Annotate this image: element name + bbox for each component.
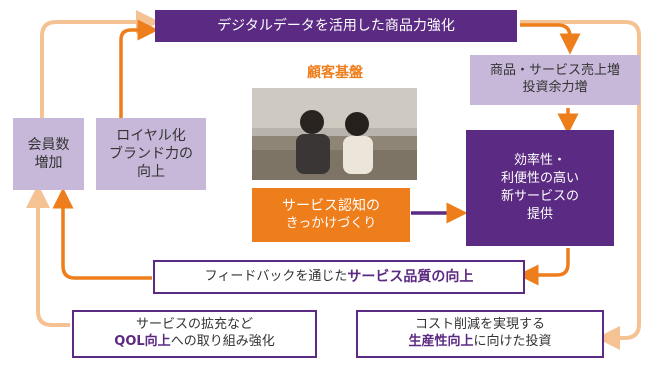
top-banner: デジタルデータを活用した商品力強化 xyxy=(155,10,517,42)
outer-loop-top-arrow xyxy=(40,10,160,118)
qol-box: サービスの拡充など QOL向上への取り組み強化 xyxy=(72,310,317,358)
qol-suffix: への取り組み強化 xyxy=(170,334,275,349)
feedback-to-loyalty-arrow xyxy=(52,187,152,280)
new-service-line3: 新サービスの xyxy=(500,189,579,204)
banner-to-sales-arrow xyxy=(520,23,581,55)
sales-increase-line2: 投資余力増 xyxy=(522,80,588,95)
sales-increase-box: 商品・サービス売上増 投資余力増 xyxy=(470,55,640,105)
service-awareness-line2: きっかけづくり xyxy=(285,215,377,231)
membership-box: 会員数 増加 xyxy=(13,118,84,190)
loyalty-box: ロイヤル化 ブランド力の 向上 xyxy=(96,118,206,190)
productivity-box: コスト削減を実現する 生産性向上に向けた投資 xyxy=(356,310,604,358)
service-awareness-line1: サービス認知の xyxy=(282,198,380,215)
loyalty-line3: 向上 xyxy=(137,164,165,181)
productivity-line1: コスト削減を実現する xyxy=(414,317,545,333)
productivity-suffix: に向けた投資 xyxy=(473,334,552,349)
customer-photo-illustration xyxy=(252,88,417,180)
feedback-highlight: サービス品質の向上 xyxy=(347,268,474,285)
sales-increase-line1: 商品・サービス売上増 xyxy=(489,63,620,79)
membership-line1: 会員数 xyxy=(27,136,70,153)
outer-loop-bottom-arrow xyxy=(26,184,70,327)
core-title: 顧客基盤 xyxy=(307,65,363,81)
new-service-line2: 利便性の高い xyxy=(500,170,579,186)
outer-loop-right-arrow xyxy=(520,20,641,350)
qol-highlight: QOL向上 xyxy=(114,334,171,349)
productivity-highlight: 生産性向上 xyxy=(408,334,474,349)
feedback-box: フィードバックを通じたサービス品質の向上 xyxy=(153,260,525,294)
customer-photo xyxy=(252,88,417,180)
top-banner-text: デジタルデータを活用した商品力強化 xyxy=(217,17,455,34)
qol-line1: サービスの拡充など xyxy=(135,317,253,333)
feedback-prefix: フィードバックを通じた xyxy=(204,268,348,284)
inner-loop-top-arrow xyxy=(119,19,159,118)
loyalty-line2: ブランド力の xyxy=(109,145,193,162)
membership-line2: 増加 xyxy=(34,155,63,171)
new-service-box: 効率性・ 利便性の高い 新サービスの 提供 xyxy=(466,130,614,246)
service-awareness-box: サービス認知の きっかけづくり xyxy=(252,188,410,242)
service-to-feedback-arrow xyxy=(517,248,570,286)
new-service-line4: 提供 xyxy=(526,207,553,223)
new-service-line1: 効率性・ xyxy=(513,152,566,168)
loyalty-line1: ロイヤル化 xyxy=(116,127,186,144)
